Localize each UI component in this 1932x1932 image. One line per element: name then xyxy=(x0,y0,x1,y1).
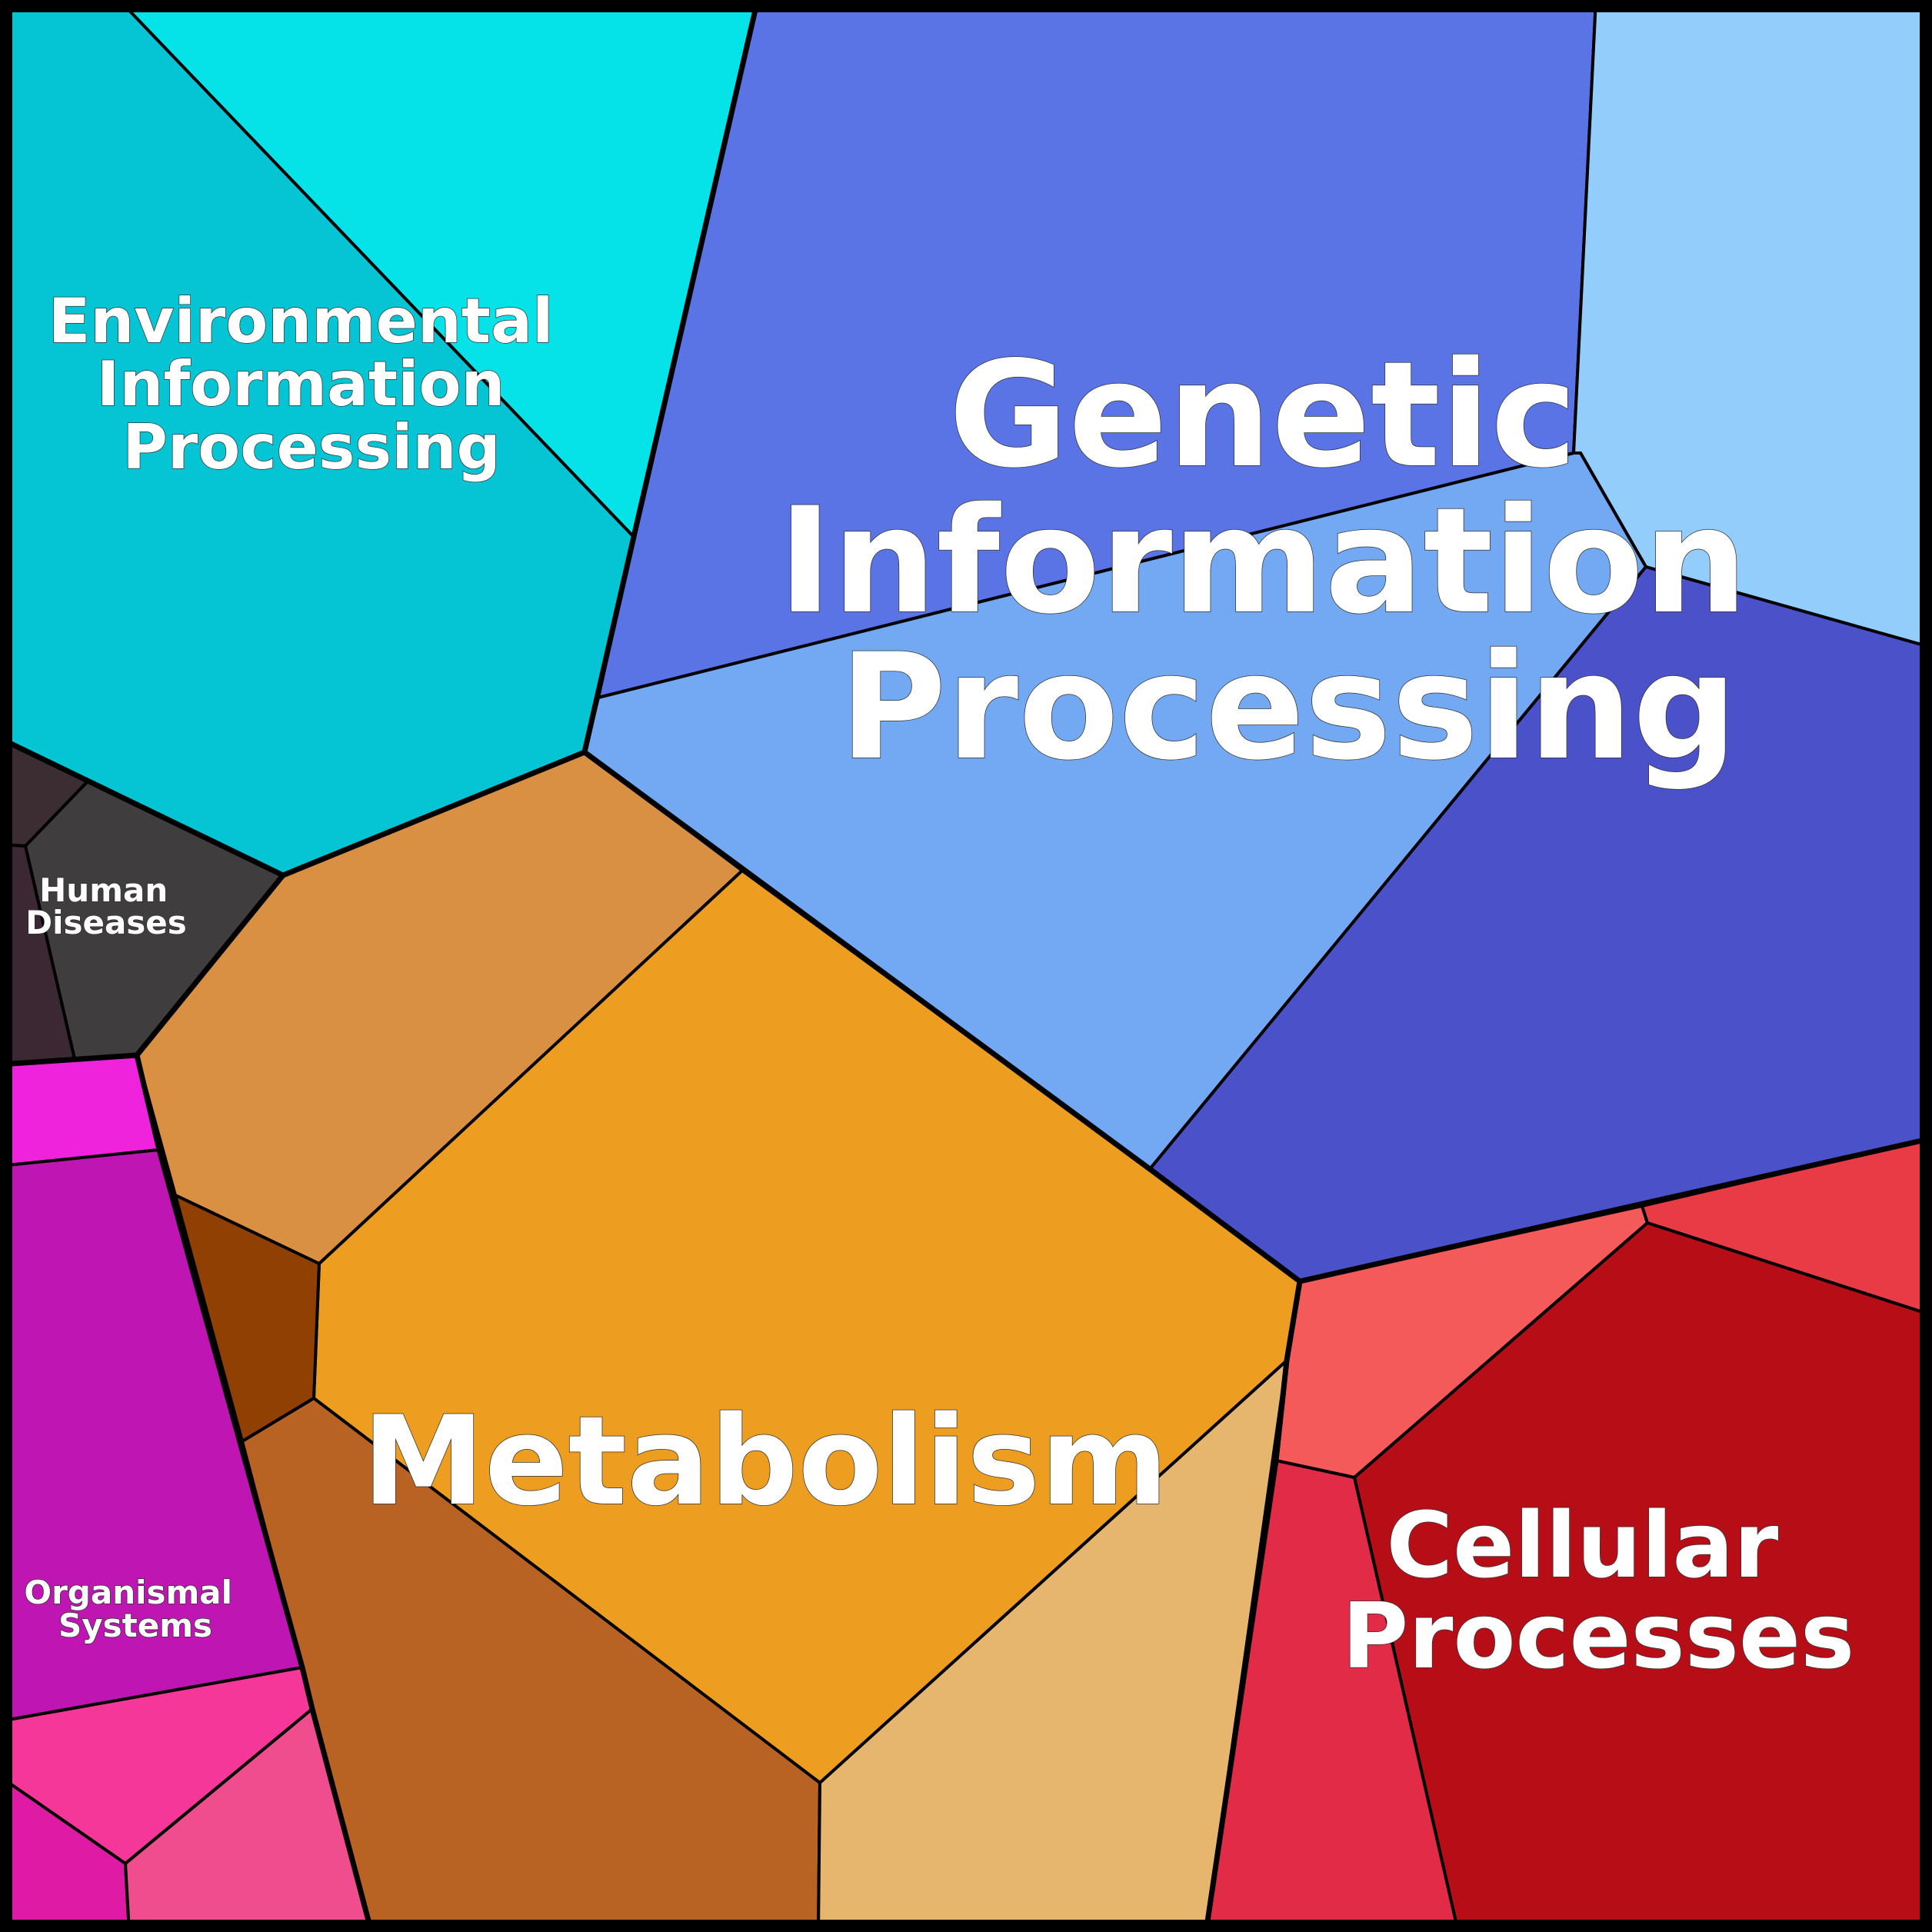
label-line: Genetic xyxy=(948,330,1577,500)
cell-met-5 xyxy=(817,1359,1288,1932)
label-line: Diseases xyxy=(25,904,187,941)
label-line: Information xyxy=(97,348,505,420)
label-line: Information xyxy=(778,476,1748,646)
cell-os-5 xyxy=(124,1707,373,1932)
labels-layer: Environmental Information Processing Gen… xyxy=(24,285,1855,1690)
group-label-organismal-systems: Organismal Systems xyxy=(24,1574,243,1644)
group-label-human-diseases: Human Diseases xyxy=(25,871,187,941)
group-human-diseases xyxy=(0,737,285,1066)
label-line: Environmental xyxy=(48,285,554,357)
group-genetic-information-processing xyxy=(583,0,1932,1283)
group-label-metabolism: Metabolism xyxy=(362,1389,1168,1533)
label-line: Processes xyxy=(1342,1583,1854,1689)
label-line: Organismal xyxy=(24,1574,232,1611)
group-label-genetic-information-processing: Genetic Information Processing xyxy=(778,330,1799,792)
label-line: Systems xyxy=(58,1607,212,1644)
group-label-environmental-information-processing: Environmental Information Processing xyxy=(48,285,575,483)
cell-os-1 xyxy=(0,1054,161,1168)
label-line: Processing xyxy=(839,622,1737,792)
cell-os-4 xyxy=(0,1775,131,1932)
label-line: Metabolism xyxy=(362,1389,1168,1533)
label-line: Processing xyxy=(122,411,501,483)
group-border-line xyxy=(582,750,1932,1284)
group-organismal-systems xyxy=(0,1054,373,1932)
label-line: Cellular xyxy=(1387,1492,1779,1598)
cell-cp-3 xyxy=(1353,1221,1932,1932)
group-border-line xyxy=(1203,1281,1303,1932)
group-label-cellular-processes: Cellular Processes xyxy=(1342,1492,1854,1689)
group-border-line xyxy=(134,1054,375,1932)
group-cellular-processes xyxy=(1204,1137,1932,1932)
label-line: Human xyxy=(39,871,168,909)
